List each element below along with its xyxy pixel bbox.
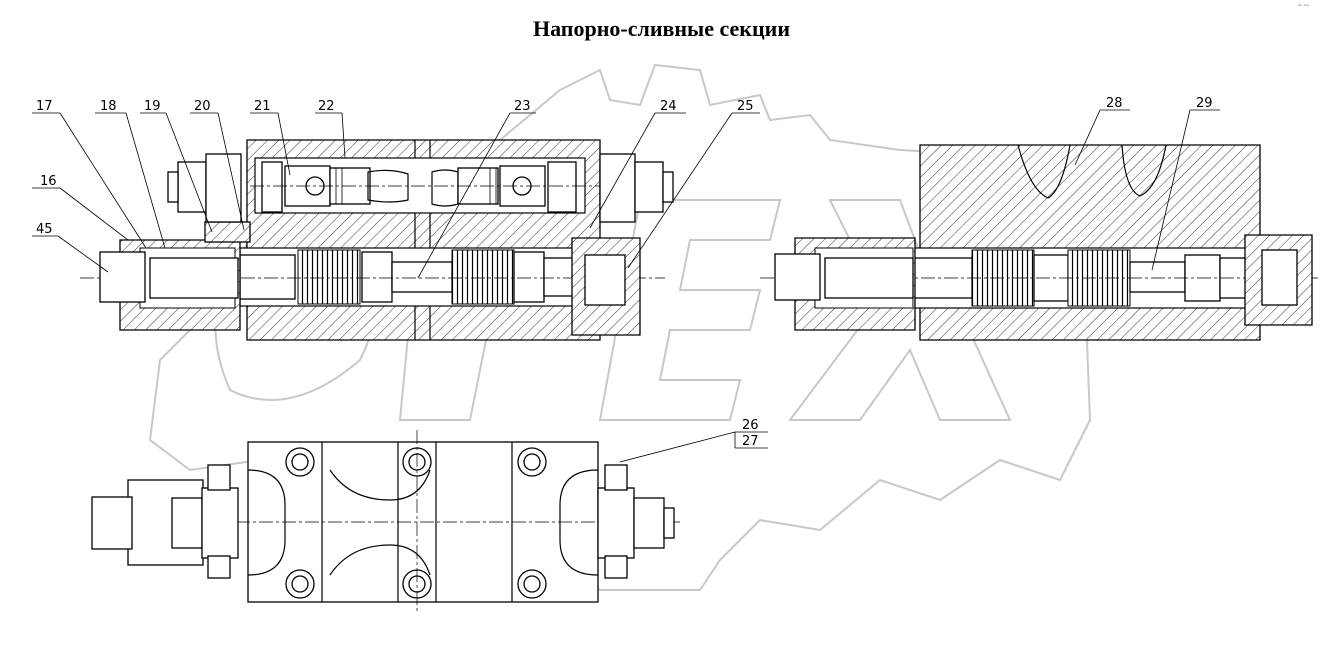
callout-45: 45 (36, 222, 53, 237)
callout-16: 16 (40, 174, 57, 189)
callout-26: 26 (742, 418, 759, 433)
callout-23: 23 (514, 99, 531, 114)
callout-21: 21 (254, 99, 271, 114)
right-section-view (760, 144, 1318, 341)
callout-20: 20 (194, 99, 211, 114)
callout-19: 19 (144, 99, 161, 114)
callout-leaders (32, 109, 1220, 463)
corner-mark: ᵃᶜ ˢˢˢ (1298, 4, 1309, 10)
callout-29: 29 (1196, 96, 1213, 111)
callout-25: 25 (737, 99, 754, 114)
left-section-view (80, 139, 674, 341)
callout-27: 27 (742, 434, 759, 449)
callout-28: 28 (1106, 96, 1123, 111)
callout-22: 22 (318, 99, 335, 114)
callout-24: 24 (660, 99, 677, 114)
callout-17: 17 (36, 99, 53, 114)
drawing-title: Напорно-сливные секции (532, 16, 791, 41)
bottom-exterior-view (91, 430, 680, 612)
callout-18: 18 (100, 99, 117, 114)
